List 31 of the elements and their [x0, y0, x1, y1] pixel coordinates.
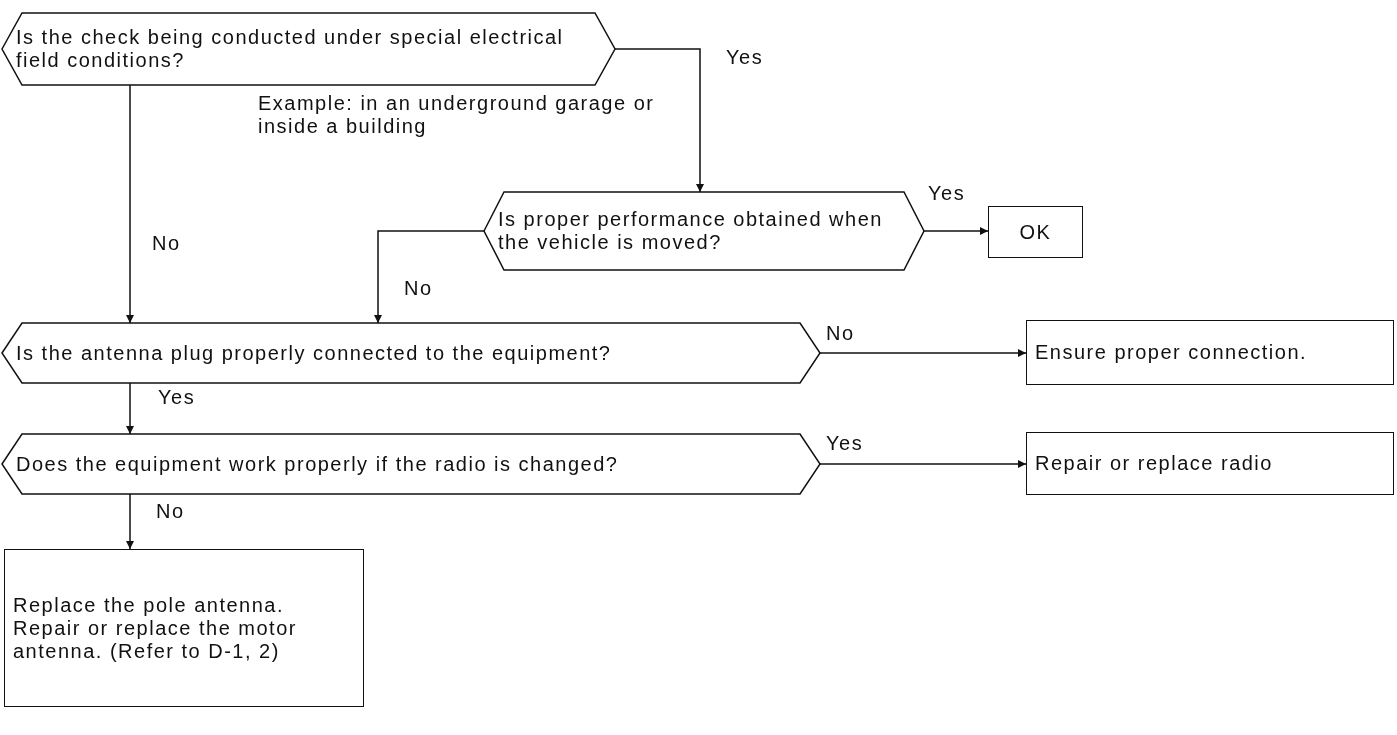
arrow	[819, 349, 1027, 357]
arrow	[614, 48, 704, 193]
node-text: OK	[1019, 220, 1052, 244]
decision-hexagon	[484, 192, 924, 270]
process-box	[4, 549, 364, 707]
edge-label: No	[152, 232, 181, 255]
decision-hexagon	[2, 13, 615, 85]
arrow	[126, 84, 134, 324]
node-text: Is the antenna plug properly connected to the equipment?	[16, 341, 612, 365]
node-text: Does the equipment work properly if the radio is changed?	[16, 452, 619, 476]
node-text: Is the check being conducted under special electrical field conditions?	[16, 26, 565, 72]
node-text: Is proper performance obtained when the vehicle is moved?	[498, 208, 884, 254]
node-text: Repair or replace radio	[1035, 452, 1273, 475]
edge-label: No	[156, 500, 185, 523]
process-box	[1026, 320, 1394, 385]
edge-label: Yes	[158, 386, 196, 409]
edge-label: No	[404, 277, 433, 300]
arrow	[819, 460, 1027, 468]
process-box	[1026, 432, 1394, 495]
edge-label: No	[826, 322, 855, 345]
node-text: Replace the pole antenna. Repair or replace the motor antenna. (Refer to D-1, 2)	[13, 593, 298, 663]
edge-label: Yes	[826, 432, 864, 455]
note-text: Example: in an underground garage or inside a building	[258, 92, 656, 138]
arrow	[923, 227, 989, 235]
edge-label: Yes	[928, 182, 966, 205]
arrow	[126, 382, 134, 435]
node-text: Ensure proper connection.	[1035, 341, 1308, 364]
arrow	[374, 230, 485, 324]
arrow	[126, 493, 134, 550]
edge-label: Yes	[726, 46, 764, 69]
process-box	[988, 206, 1083, 258]
